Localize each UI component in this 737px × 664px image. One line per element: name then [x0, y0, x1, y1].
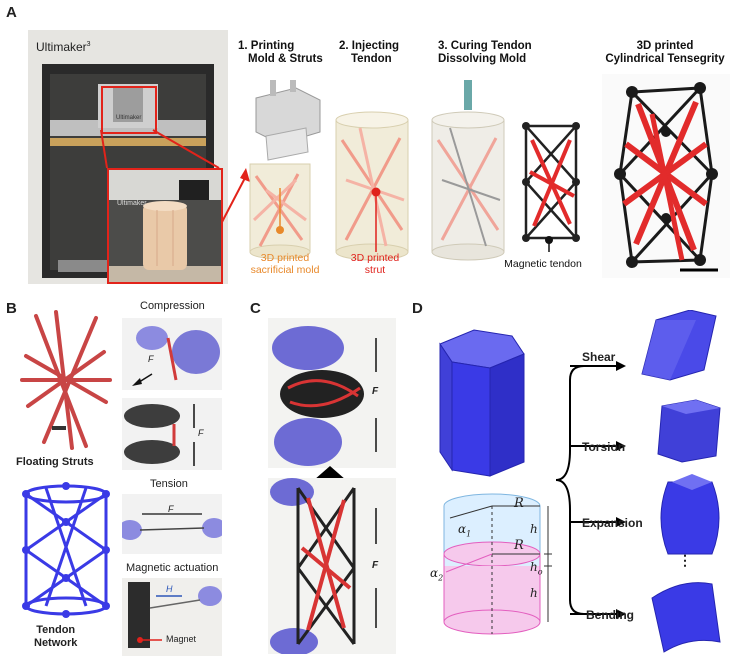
printer-brand: Ultimaker3	[36, 40, 91, 54]
tensegrity-photo-illustration	[614, 82, 718, 272]
mold-cylinder-step2	[335, 111, 409, 261]
magnetic-title: Magnetic actuation	[126, 562, 219, 574]
expansion-shape-icon	[660, 474, 720, 555]
magnetic-photo: H Magnet	[122, 578, 222, 656]
zoom-inset-illustration	[109, 170, 221, 282]
shear-shape-icon	[641, 310, 717, 381]
tension-title: Tension	[150, 478, 188, 490]
step-3-line-1: 3. Curing Tendon	[438, 40, 532, 52]
compressed-photo: F	[268, 318, 396, 468]
symbol-alpha-2-sub: 2	[438, 573, 444, 583]
symbol-h-top: h	[530, 522, 538, 536]
compressed-force: F	[372, 386, 379, 397]
hex-prism-icon	[439, 329, 525, 477]
tendon-label: Magnetic tendon	[504, 258, 582, 270]
tendon-pointer-dot	[545, 236, 553, 244]
syringe-icon	[464, 80, 472, 110]
mold-label-line-2: sacrificial mold	[250, 264, 320, 276]
symbol-alpha-2: α2	[430, 566, 443, 582]
symbol-r-mid: R	[514, 538, 524, 553]
symbol-alpha-1: α1	[458, 522, 471, 538]
strut-label-line-2: strut	[364, 264, 386, 276]
panel-label-d: D	[412, 300, 423, 317]
compression-force-2: F	[198, 428, 204, 438]
strut-label: 3D printed strut	[340, 252, 410, 276]
symbol-alpha-1-sub: 1	[466, 529, 472, 539]
mold-label: 3D printed sacrificial mold	[240, 252, 330, 276]
floating-struts-label: Floating Struts	[16, 456, 94, 468]
panel-label-c: C	[250, 300, 261, 317]
compression-title: Compression	[140, 300, 205, 312]
step-3-line-2: Dissolving Mold	[438, 53, 527, 65]
process-illustrations	[249, 80, 580, 261]
expansion-label: Expansion	[582, 516, 643, 530]
symbol-alpha-2-base: α	[430, 566, 439, 580]
magnetic-h: H	[166, 584, 173, 594]
extended-force: F	[372, 560, 379, 571]
compression-photo-1: F	[122, 318, 222, 390]
printer-brand-text: Ultimaker	[36, 40, 87, 54]
extended-photo: F	[268, 478, 396, 654]
print-head-icon	[255, 80, 321, 161]
tendon-structure-small	[522, 122, 580, 242]
panel-label-b: B	[6, 300, 17, 317]
zoom-base-brand: Ultimaker	[117, 200, 147, 207]
step-3-title: 3. Curing Tendon Dissolving Mold	[438, 40, 532, 66]
bending-shape-icon	[651, 582, 721, 653]
compressed-photo-illustration	[272, 326, 377, 466]
tendon-network-line-1: Tendon	[36, 624, 76, 636]
result-title-line-1: 3D printed	[636, 40, 694, 52]
tendon-network-label: Tendon Network	[34, 624, 77, 650]
step-1-title: 1. Printing Mold & Struts	[238, 40, 323, 66]
result-title: 3D printed Cylindrical Tensegrity	[600, 40, 730, 66]
tension-photo: F	[122, 494, 222, 554]
torsion-shape-icon	[657, 399, 721, 463]
step-2-title: 2. Injecting Tendon	[339, 40, 399, 66]
tension-force: F	[168, 504, 174, 514]
tendon-network-diagram	[22, 482, 110, 618]
symbol-alpha-1-base: α	[458, 522, 467, 536]
printer-brand-sup: 3	[86, 41, 91, 48]
magnet-label: Magnet	[166, 634, 197, 644]
step-1-line-1: 1. Printing	[238, 40, 295, 52]
panel-label-a: A	[6, 4, 17, 21]
step-2-line-1: 2. Injecting	[339, 40, 400, 52]
cylinder-schematic	[443, 493, 552, 635]
tensegrity-photo	[602, 74, 730, 278]
strut-label-line-1: 3D printed	[350, 252, 400, 264]
symbol-r-top: R	[514, 496, 524, 511]
bending-label: Bending	[586, 608, 634, 622]
printer-head-brand: Ultimaker	[116, 115, 142, 121]
mold-cylinder-step1	[249, 163, 311, 260]
zoom-source-box	[101, 86, 157, 134]
tendon-network-line-2: Network	[34, 637, 78, 649]
compression-photo-1-illustration	[132, 326, 220, 386]
floating-struts-diagram	[20, 310, 112, 450]
step-1-line-2: Mold & Struts	[248, 53, 323, 65]
torsion-label: Torsion	[582, 440, 626, 454]
ellipsis-label: ⋮	[678, 552, 692, 568]
symbol-h0-base: h	[530, 560, 538, 574]
strut-pointer-dot	[371, 187, 381, 197]
symbol-h0-sub: o	[537, 567, 543, 577]
panel-d-diagram	[439, 310, 721, 653]
symbol-h-bottom: h	[530, 586, 538, 600]
tension-photo-illustration	[122, 513, 222, 540]
symbol-h0: ho	[530, 560, 543, 576]
step-2-line-2: Tendon	[351, 53, 392, 65]
extended-photo-illustration	[270, 478, 377, 654]
compression-force-1: F	[148, 354, 154, 364]
mold-pointer-dot	[276, 226, 284, 234]
zoom-inset-photo: Ultimaker	[107, 168, 223, 284]
magnetic-photo-illustration	[128, 582, 222, 648]
mold-label-line-1: 3D printed	[260, 252, 310, 264]
compression-photo-2-illustration	[124, 404, 195, 466]
shear-label: Shear	[582, 350, 616, 364]
mold-cylinder-step3	[431, 80, 505, 261]
compression-photo-2: F	[122, 398, 222, 470]
result-title-line-2: Cylindrical Tensegrity	[605, 53, 725, 65]
